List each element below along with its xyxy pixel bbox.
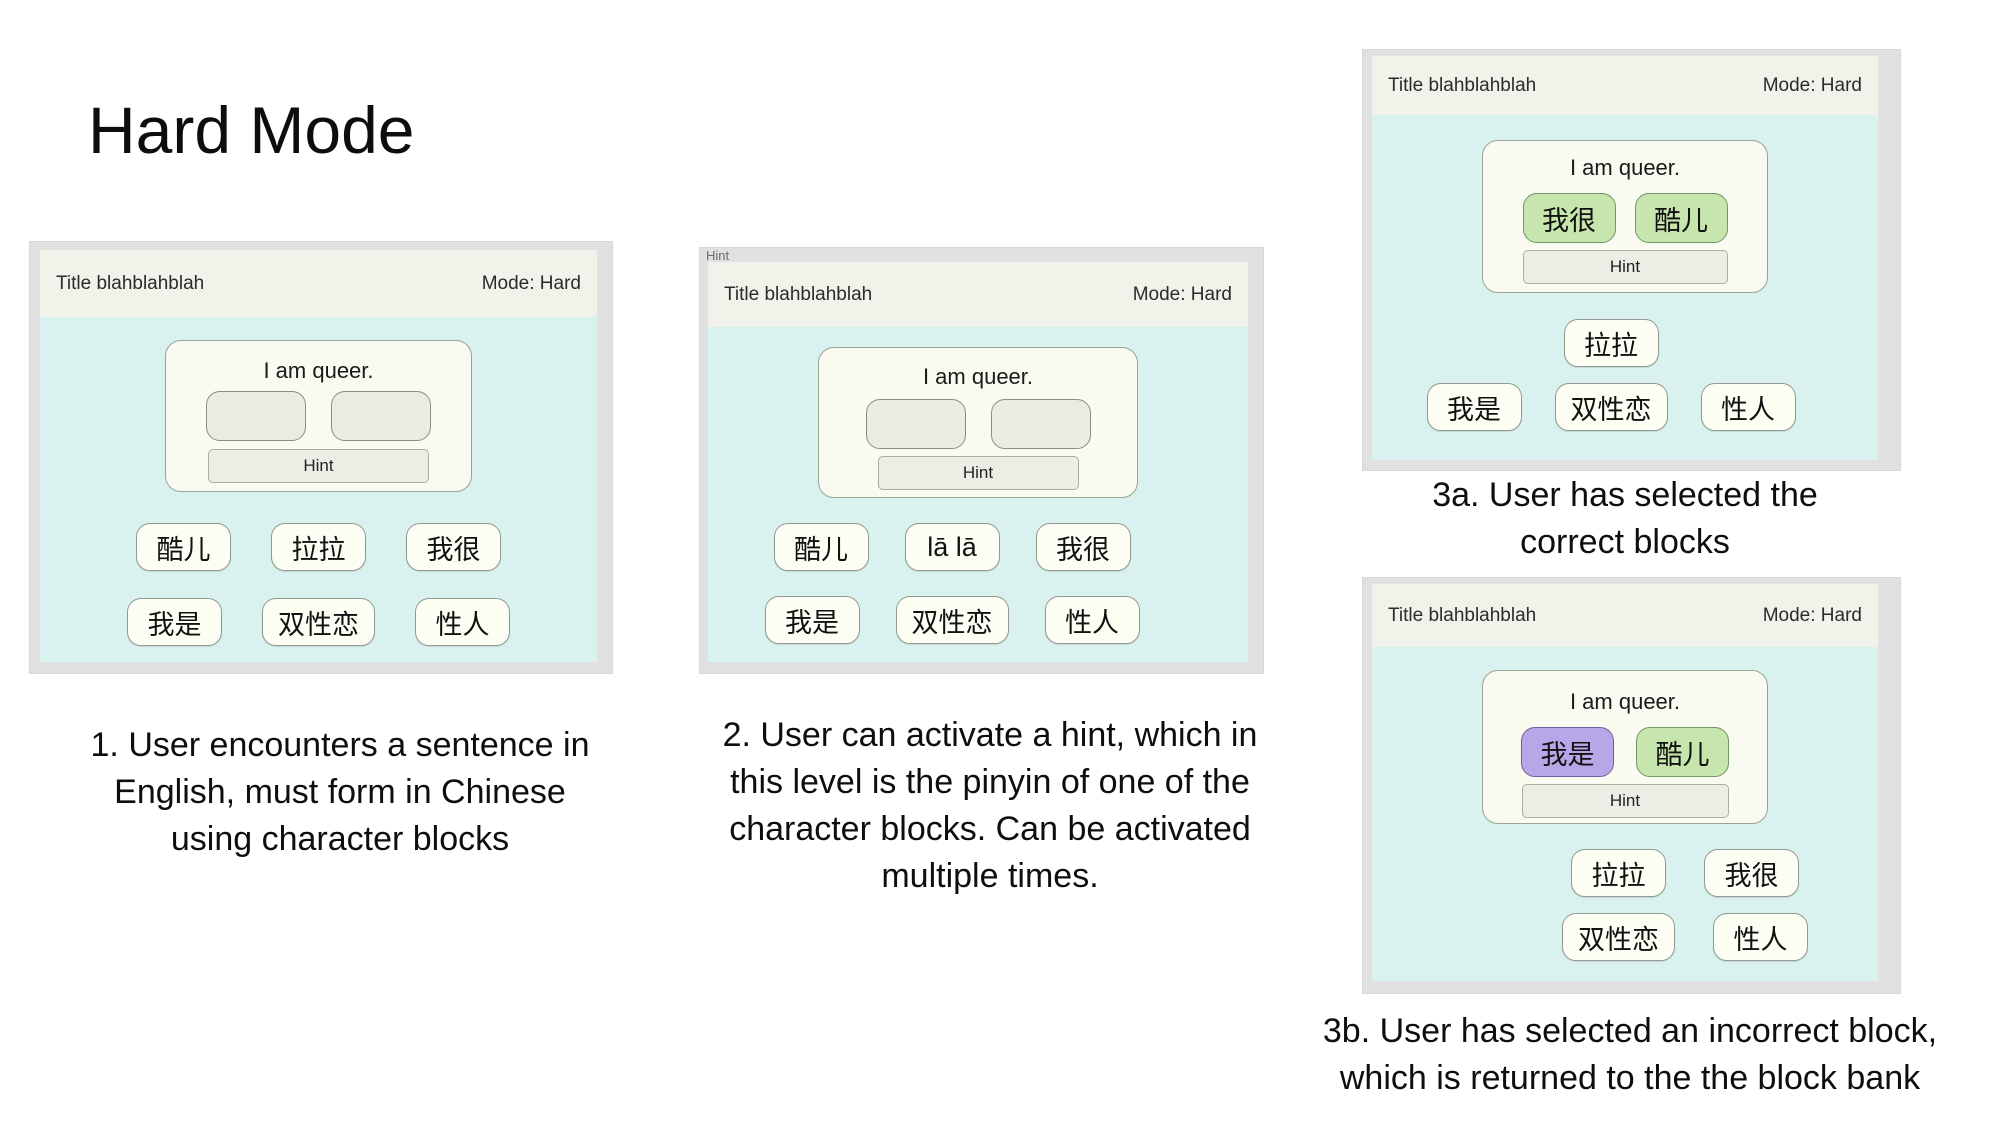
step3a-caption: 3a. User has selected the correct blocks xyxy=(1432,476,1818,561)
sentence-card: I am queer. 我是 酷儿 Hint xyxy=(1482,670,1768,824)
answer-slots: 我是 酷儿 xyxy=(1521,727,1729,777)
app-header: Title blahblahblah Mode: Hard xyxy=(1372,584,1878,647)
mode-indicator: Mode: Hard xyxy=(1132,283,1232,305)
answer-slot[interactable] xyxy=(331,391,431,441)
char-block[interactable]: 我是 xyxy=(1426,383,1522,431)
block-bank: 拉拉 我是 双性恋 性人 xyxy=(1426,319,1796,431)
step3b-app-window: Title blahblahblah Mode: Hard I am queer… xyxy=(1372,584,1878,981)
step3a-screenshot: Title blahblahblah Mode: Hard I am queer… xyxy=(1363,50,1900,470)
char-block[interactable]: 双性恋 xyxy=(1554,383,1668,431)
app-title: Title blahblahblah xyxy=(1388,604,1537,626)
app-title: Title blahblahblah xyxy=(1388,74,1537,96)
char-block[interactable]: 酷儿 xyxy=(136,523,231,571)
block-bank-row: 酷儿 拉拉 我很 xyxy=(136,523,501,571)
char-block[interactable]: 拉拉 xyxy=(1563,319,1659,367)
char-block-pinyin-hint[interactable]: lā lā xyxy=(904,523,1000,571)
char-block[interactable]: 性人 xyxy=(415,598,510,646)
hint-button[interactable]: Hint xyxy=(877,456,1079,490)
answer-slot[interactable] xyxy=(865,399,966,449)
step1-caption: 1. User encounters a sentence in English… xyxy=(90,726,590,858)
sentence-prompt: I am queer. xyxy=(922,364,1034,389)
char-block[interactable]: 拉拉 xyxy=(1571,849,1666,897)
game-area: I am queer. 我很 酷儿 Hint 拉拉 我是 双性恋 性人 xyxy=(1372,115,1878,460)
mode-indicator: Mode: Hard xyxy=(1762,74,1862,96)
sentence-card: I am queer. Hint xyxy=(165,340,472,492)
char-block[interactable]: 性人 xyxy=(1713,913,1808,961)
char-block[interactable]: 我是 xyxy=(764,596,860,644)
block-bank-row: 酷儿 lā lā 我很 xyxy=(773,523,1131,571)
sentence-prompt: I am queer. xyxy=(1569,689,1681,714)
step3b-screenshot: Title blahblahblah Mode: Hard I am queer… xyxy=(1363,578,1900,993)
char-block[interactable]: 我很 xyxy=(1035,523,1131,571)
block-bank-row: 拉拉 我很 xyxy=(1571,849,1799,897)
mode-indicator: Mode: Hard xyxy=(481,272,581,294)
char-block[interactable]: 我很 xyxy=(406,523,501,571)
answer-slots: 我很 酷儿 xyxy=(1522,193,1728,243)
app-header: Title blahblahblah Mode: Hard xyxy=(40,250,597,317)
app-header: Title blahblahblah Mode: Hard xyxy=(1372,56,1878,115)
answer-slot[interactable] xyxy=(206,391,306,441)
sentence-prompt: I am queer. xyxy=(263,358,374,383)
step1-app-window: Title blahblahblah Mode: Hard I am queer… xyxy=(40,250,597,662)
app-title: Title blahblahblah xyxy=(724,283,873,305)
game-area: I am queer. Hint 酷儿 lā lā 我很 我是 xyxy=(708,327,1248,662)
char-block[interactable]: 性人 xyxy=(1700,383,1796,431)
cropped-window-fragment: Hint xyxy=(706,248,730,261)
step3b-caption: 3b. User has selected an incorrect block… xyxy=(1322,1012,1938,1097)
step3a-app-window: Title blahblahblah Mode: Hard I am queer… xyxy=(1372,56,1878,460)
char-block[interactable]: 双性恋 xyxy=(895,596,1009,644)
block-bank-row: 我是 双性恋 性人 xyxy=(764,596,1140,644)
step2-screenshot: Hint Title blahblahblah Mode: Hard I am … xyxy=(700,248,1263,673)
char-block[interactable]: 我很 xyxy=(1704,849,1799,897)
block-bank-row: 拉拉 xyxy=(1563,319,1659,367)
game-area: I am queer. 我是 酷儿 Hint 拉拉 我很 双性恋 性人 xyxy=(1372,647,1878,981)
answer-slots xyxy=(865,399,1091,449)
hint-button[interactable]: Hint xyxy=(1521,784,1729,818)
char-block[interactable]: 酷儿 xyxy=(773,523,869,571)
app-header: Title blahblahblah Mode: Hard xyxy=(708,262,1248,327)
block-bank-row: 我是 双性恋 性人 xyxy=(127,598,510,646)
step1-screenshot: Title blahblahblah Mode: Hard I am queer… xyxy=(30,242,612,673)
block-bank-row: 我是 双性恋 性人 xyxy=(1426,383,1796,431)
sentence-card: I am queer. Hint xyxy=(818,347,1138,498)
answer-slot-correct[interactable]: 酷儿 xyxy=(1634,193,1728,243)
block-bank: 酷儿 lā lā 我很 我是 双性恋 性人 xyxy=(764,523,1140,644)
answer-slots xyxy=(206,391,431,441)
hint-button[interactable]: Hint xyxy=(208,449,429,483)
answer-slot[interactable] xyxy=(990,399,1091,449)
hint-button[interactable]: Hint xyxy=(1522,250,1728,284)
block-bank: 拉拉 我很 双性恋 性人 xyxy=(1562,849,1808,961)
mode-indicator: Mode: Hard xyxy=(1762,604,1862,626)
step2-app-window: Title blahblahblah Mode: Hard I am queer… xyxy=(708,262,1248,662)
char-block[interactable]: 我是 xyxy=(127,598,222,646)
answer-slot-incorrect[interactable]: 我是 xyxy=(1521,727,1614,777)
step2-caption: 2. User can activate a hint, which in th… xyxy=(722,716,1258,895)
char-block[interactable]: 双性恋 xyxy=(1562,913,1675,961)
block-bank: 酷儿 拉拉 我很 我是 双性恋 性人 xyxy=(127,523,510,646)
game-area: I am queer. Hint 酷儿 拉拉 我很 我是 双性 xyxy=(40,317,597,662)
answer-slot-correct[interactable]: 我很 xyxy=(1522,193,1616,243)
char-block[interactable]: 拉拉 xyxy=(271,523,366,571)
app-title: Title blahblahblah xyxy=(56,272,205,294)
char-block[interactable]: 双性恋 xyxy=(262,598,375,646)
block-bank-row: 双性恋 性人 xyxy=(1562,913,1808,961)
sentence-card: I am queer. 我很 酷儿 Hint xyxy=(1482,140,1768,293)
char-block[interactable]: 性人 xyxy=(1044,596,1140,644)
sentence-prompt: I am queer. xyxy=(1569,155,1681,180)
answer-slot-correct[interactable]: 酷儿 xyxy=(1636,727,1729,777)
slide-title: Hard Mode xyxy=(88,93,415,167)
